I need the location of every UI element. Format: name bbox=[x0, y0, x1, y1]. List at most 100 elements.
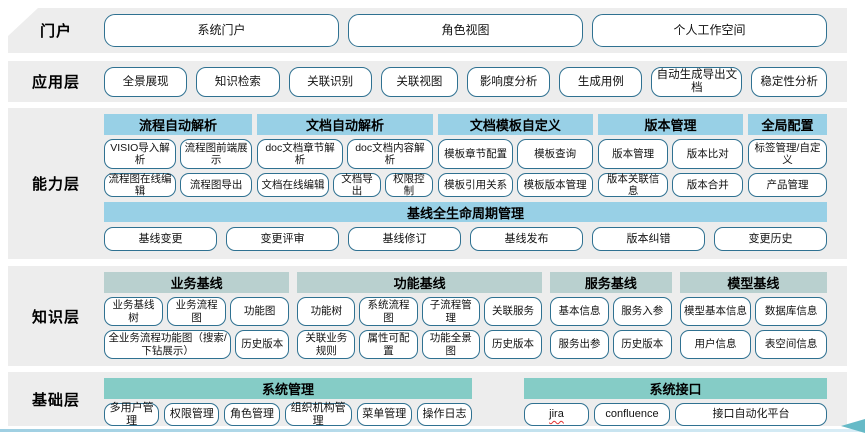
cap-item-flowchart-online-edit: 流程图在线编辑 bbox=[104, 173, 177, 197]
group-header-doc-template-custom: 文档模板自定义 bbox=[437, 114, 593, 135]
kn-item-function-tree: 功能树 bbox=[297, 297, 356, 326]
fnd-item-interface-automation-platform: 接口自动化平台 bbox=[675, 403, 827, 426]
group-header-model-baseline: 模型基线 bbox=[679, 272, 828, 293]
fnd-item-multi-user-mgmt: 多用户管理 bbox=[104, 402, 160, 427]
kn-item-business-baseline-tree: 业务基线树 bbox=[104, 297, 164, 326]
group-header-doc-auto-parse: 文档自动解析 bbox=[257, 114, 433, 135]
kn-item-user-info: 用户信息 bbox=[679, 330, 752, 359]
layer-band-foundation: 基础层 系统管理 多用户管理 权限管理 角色管理 组织机构管理 菜单管理 操作日… bbox=[8, 372, 847, 427]
kn-item-history-version: 历史版本 bbox=[235, 330, 290, 359]
group-header-version-management: 版本管理 bbox=[597, 114, 744, 135]
layer-label-portal: 门户 bbox=[39, 23, 72, 40]
kn-item-tablespace-info: 表空间信息 bbox=[755, 330, 828, 359]
layer-band-portal: 门户 系统门户 角色视图 个人工作空间 bbox=[8, 8, 847, 53]
group-header-business-baseline: 业务基线 bbox=[104, 272, 290, 293]
app-item-knowledge-search: 知识检索 bbox=[196, 67, 280, 98]
cap-item-permission-control: 权限控制 bbox=[384, 173, 433, 197]
group-header-global-config: 全局配置 bbox=[748, 114, 827, 135]
cap-item-visio-import: VISIO导入解析 bbox=[104, 139, 177, 169]
group-doc-auto-parse: 文档自动解析 doc文档章节解析 doc文档内容解析 文档在线编辑 文档导出 权… bbox=[257, 114, 433, 197]
layer-label-capability: 能力层 bbox=[31, 176, 80, 193]
layer-band-application: 应用层 全景展现 知识检索 关联识别 关联视图 影响度分析 生成用例 自动生成导… bbox=[8, 61, 847, 102]
cap-item-tag-mgmt-custom: 标签管理/自定义 bbox=[748, 139, 827, 169]
kn-item-function-diagram: 功能图 bbox=[230, 297, 290, 326]
kn-item-service-input-params: 服务入参 bbox=[612, 297, 672, 326]
app-item-auto-export-doc: 自动生成导出文档 bbox=[651, 67, 743, 98]
kn-item-configurable-attrs: 属性可配置 bbox=[359, 330, 418, 359]
group-global-config: 全局配置 标签管理/自定义 产品管理 bbox=[748, 114, 827, 197]
baseline-item-release: 基线发布 bbox=[470, 227, 583, 251]
kn-item-subprocess-mgmt: 子流程管理 bbox=[421, 297, 480, 326]
baseline-item-version-correction: 版本纠错 bbox=[592, 227, 705, 251]
group-function-baseline: 功能基线 功能树 系统流程图 子流程管理 关联服务 关联业务规则 属性可配置 功… bbox=[297, 272, 543, 360]
application-content: 全景展现 知识检索 关联识别 关联视图 影响度分析 生成用例 自动生成导出文档 … bbox=[104, 61, 847, 102]
capability-content: 流程自动解析 VISIO导入解析 流程图前端展示 流程图在线编辑 流程图导出 文… bbox=[104, 108, 847, 259]
kn-item-full-business-flow-map: 全业务流程功能图（搜索/下钻展示） bbox=[104, 330, 232, 359]
portal-content: 系统门户 角色视图 个人工作空间 bbox=[104, 8, 847, 53]
jira-label: jira bbox=[549, 408, 564, 421]
baseline-item-change-history: 变更历史 bbox=[714, 227, 827, 251]
app-item-relation-view: 关联视图 bbox=[380, 67, 458, 98]
group-service-baseline: 服务基线 基本信息 服务入参 服务出参 历史版本 bbox=[550, 272, 672, 360]
group-header-process-auto-parse: 流程自动解析 bbox=[104, 114, 253, 135]
kn-item-history-version: 历史版本 bbox=[483, 330, 543, 359]
kn-item-history-version: 历史版本 bbox=[612, 330, 672, 359]
group-header-system-interface: 系统接口 bbox=[524, 378, 827, 399]
group-model-baseline: 模型基线 模型基本信息 数据库信息 用户信息 表空间信息 bbox=[679, 272, 828, 360]
portal-item-personal-workspace: 个人工作空间 bbox=[592, 14, 827, 47]
cap-item-version-merge: 版本合并 bbox=[672, 173, 744, 197]
layer-band-knowledge: 知识层 业务基线 业务基线树 业务流程图 功能图 全业务流程功能图（搜索/下钻展… bbox=[8, 266, 847, 366]
fnd-item-role-mgmt: 角色管理 bbox=[224, 403, 280, 426]
cap-item-doc-chapter-parse: doc文档章节解析 bbox=[257, 139, 343, 169]
fnd-item-org-structure-mgmt: 组织机构管理 bbox=[284, 402, 352, 427]
cap-item-flowchart-front-display: 流程图前端展示 bbox=[180, 139, 253, 169]
layer-label-foundation: 基础层 bbox=[31, 391, 80, 409]
layer-band-capability: 能力层 流程自动解析 VISIO导入解析 流程图前端展示 流程图在线编辑 流程图… bbox=[8, 108, 847, 259]
cap-item-doc-online-edit: 文档在线编辑 bbox=[257, 173, 329, 197]
group-header-function-baseline: 功能基线 bbox=[297, 272, 543, 293]
kn-item-function-panorama: 功能全景图 bbox=[421, 330, 480, 359]
cap-item-version-compare: 版本比对 bbox=[672, 139, 744, 169]
baseline-item-revision: 基线修订 bbox=[348, 227, 461, 251]
group-version-management: 版本管理 版本管理 版本比对 版本关联信息 版本合并 bbox=[597, 114, 744, 197]
group-header-system-management: 系统管理 bbox=[104, 378, 473, 399]
app-item-panorama: 全景展现 bbox=[104, 67, 188, 98]
fnd-item-confluence: confluence bbox=[593, 403, 671, 426]
layer-label-knowledge: 知识层 bbox=[31, 308, 80, 326]
foundation-content: 系统管理 多用户管理 权限管理 角色管理 组织机构管理 菜单管理 操作日志 系统… bbox=[104, 372, 847, 427]
app-item-relation-identify: 关联识别 bbox=[288, 67, 372, 98]
group-doc-template-custom: 文档模板自定义 模板章节配置 模板查询 模板引用关系 模板版本管理 bbox=[437, 114, 593, 197]
knowledge-content: 业务基线 业务基线树 业务流程图 功能图 全业务流程功能图（搜索/下钻展示） 历… bbox=[104, 266, 847, 366]
kn-item-system-flowchart: 系统流程图 bbox=[359, 297, 418, 326]
group-system-management: 系统管理 多用户管理 权限管理 角色管理 组织机构管理 菜单管理 操作日志 bbox=[104, 378, 473, 427]
baseline-item-change: 基线变更 bbox=[104, 227, 217, 251]
app-item-stability-analysis: 稳定性分析 bbox=[751, 67, 827, 98]
kn-item-related-services: 关联服务 bbox=[483, 297, 543, 326]
fnd-item-jira: jira bbox=[524, 403, 589, 426]
cap-item-doc-export: 文档导出 bbox=[333, 173, 381, 197]
fnd-item-permission-mgmt: 权限管理 bbox=[164, 403, 220, 426]
kn-item-basic-info: 基本信息 bbox=[550, 297, 609, 326]
cap-item-template-query: 模板查询 bbox=[517, 139, 593, 169]
group-header-service-baseline: 服务基线 bbox=[550, 272, 672, 293]
cap-item-product-mgmt: 产品管理 bbox=[748, 173, 827, 197]
kn-item-service-output-params: 服务出参 bbox=[550, 330, 609, 359]
cap-item-template-reference: 模板引用关系 bbox=[437, 173, 514, 197]
baseline-item-change-review: 变更评审 bbox=[226, 227, 339, 251]
kn-item-business-flowchart: 业务流程图 bbox=[167, 297, 227, 326]
cap-item-template-version-mgmt: 模板版本管理 bbox=[517, 173, 593, 197]
bottom-divider-line bbox=[0, 429, 865, 432]
group-process-auto-parse: 流程自动解析 VISIO导入解析 流程图前端展示 流程图在线编辑 流程图导出 bbox=[104, 114, 253, 197]
group-system-interface: 系统接口 jira confluence 接口自动化平台 bbox=[524, 378, 827, 426]
cap-item-version-relation-info: 版本关联信息 bbox=[597, 173, 669, 197]
baseline-lifecycle-banner: 基线全生命周期管理 bbox=[104, 202, 827, 222]
layer-label-application: 应用层 bbox=[31, 74, 80, 91]
kn-item-model-basic-info: 模型基本信息 bbox=[679, 297, 752, 326]
kn-item-database-info: 数据库信息 bbox=[755, 297, 828, 326]
fnd-item-menu-mgmt: 菜单管理 bbox=[356, 403, 412, 426]
cap-item-flowchart-export: 流程图导出 bbox=[180, 173, 253, 197]
kn-item-related-business-rules: 关联业务规则 bbox=[297, 330, 356, 359]
cap-item-version-mgmt: 版本管理 bbox=[597, 139, 669, 169]
group-business-baseline: 业务基线 业务基线树 业务流程图 功能图 全业务流程功能图（搜索/下钻展示） 历… bbox=[104, 272, 290, 360]
